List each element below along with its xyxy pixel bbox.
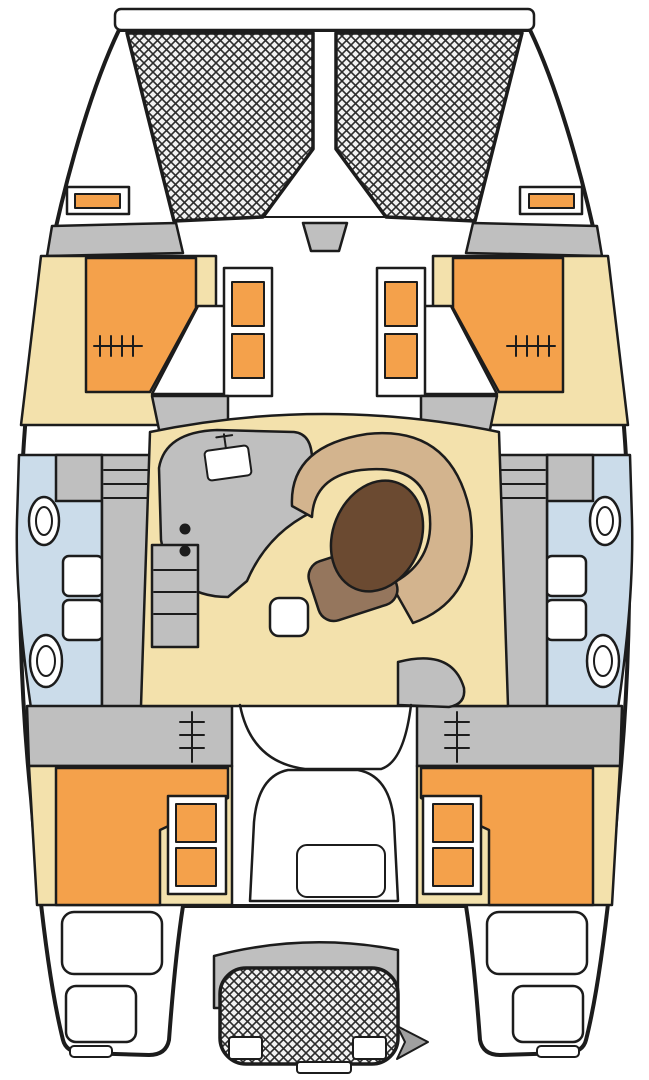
toilet — [28, 633, 64, 689]
berth-vent-symbol — [93, 335, 143, 357]
anchor-locker — [45, 221, 185, 258]
companionway-ladder-symbol — [179, 711, 205, 763]
galley-sink — [203, 444, 253, 482]
aft-shelf-top — [175, 803, 217, 843]
nav-seat — [396, 657, 466, 709]
galley-steps-block — [150, 543, 200, 649]
trampoline-net-starboard — [334, 31, 524, 223]
toilet-bowl — [36, 645, 56, 677]
toilet-tank — [61, 598, 105, 642]
galley-step-lines — [153, 569, 197, 615]
bathroom-cabinet — [54, 453, 104, 503]
sink-faucet — [215, 433, 234, 450]
shower-unit — [61, 554, 105, 598]
swim-ladder — [296, 1061, 352, 1074]
trampoline-net-port — [125, 31, 315, 223]
saloon-settee — [290, 431, 474, 625]
davit-block-starboard — [352, 1036, 387, 1060]
deck-hatch — [74, 193, 121, 209]
mast-step-locker — [301, 221, 349, 253]
portside-layout — [15, 185, 274, 1058]
stern-step-lower — [64, 984, 138, 1044]
davit-block-port — [228, 1036, 263, 1060]
floor-hatch — [268, 596, 310, 638]
washbasin-bowl — [35, 506, 53, 536]
stove-knob-2 — [179, 545, 191, 557]
direction-arrow-icon — [396, 1025, 429, 1060]
forward-cabin-berth — [84, 256, 198, 394]
corridor-steps — [103, 469, 149, 499]
galley-sink-group — [203, 433, 253, 482]
cockpit-table-top — [296, 844, 386, 898]
washbasin — [27, 495, 61, 547]
stern-step-upper — [60, 910, 164, 976]
aft-shelf-bottom — [175, 847, 217, 887]
cabinet-shelf-bottom — [231, 333, 265, 379]
stove-knob-1 — [179, 523, 191, 535]
saloon-table — [329, 479, 425, 593]
stern-tip-step — [69, 1045, 113, 1058]
forward-crossbeam — [113, 7, 536, 32]
cabinet-shelf-top — [231, 281, 265, 327]
